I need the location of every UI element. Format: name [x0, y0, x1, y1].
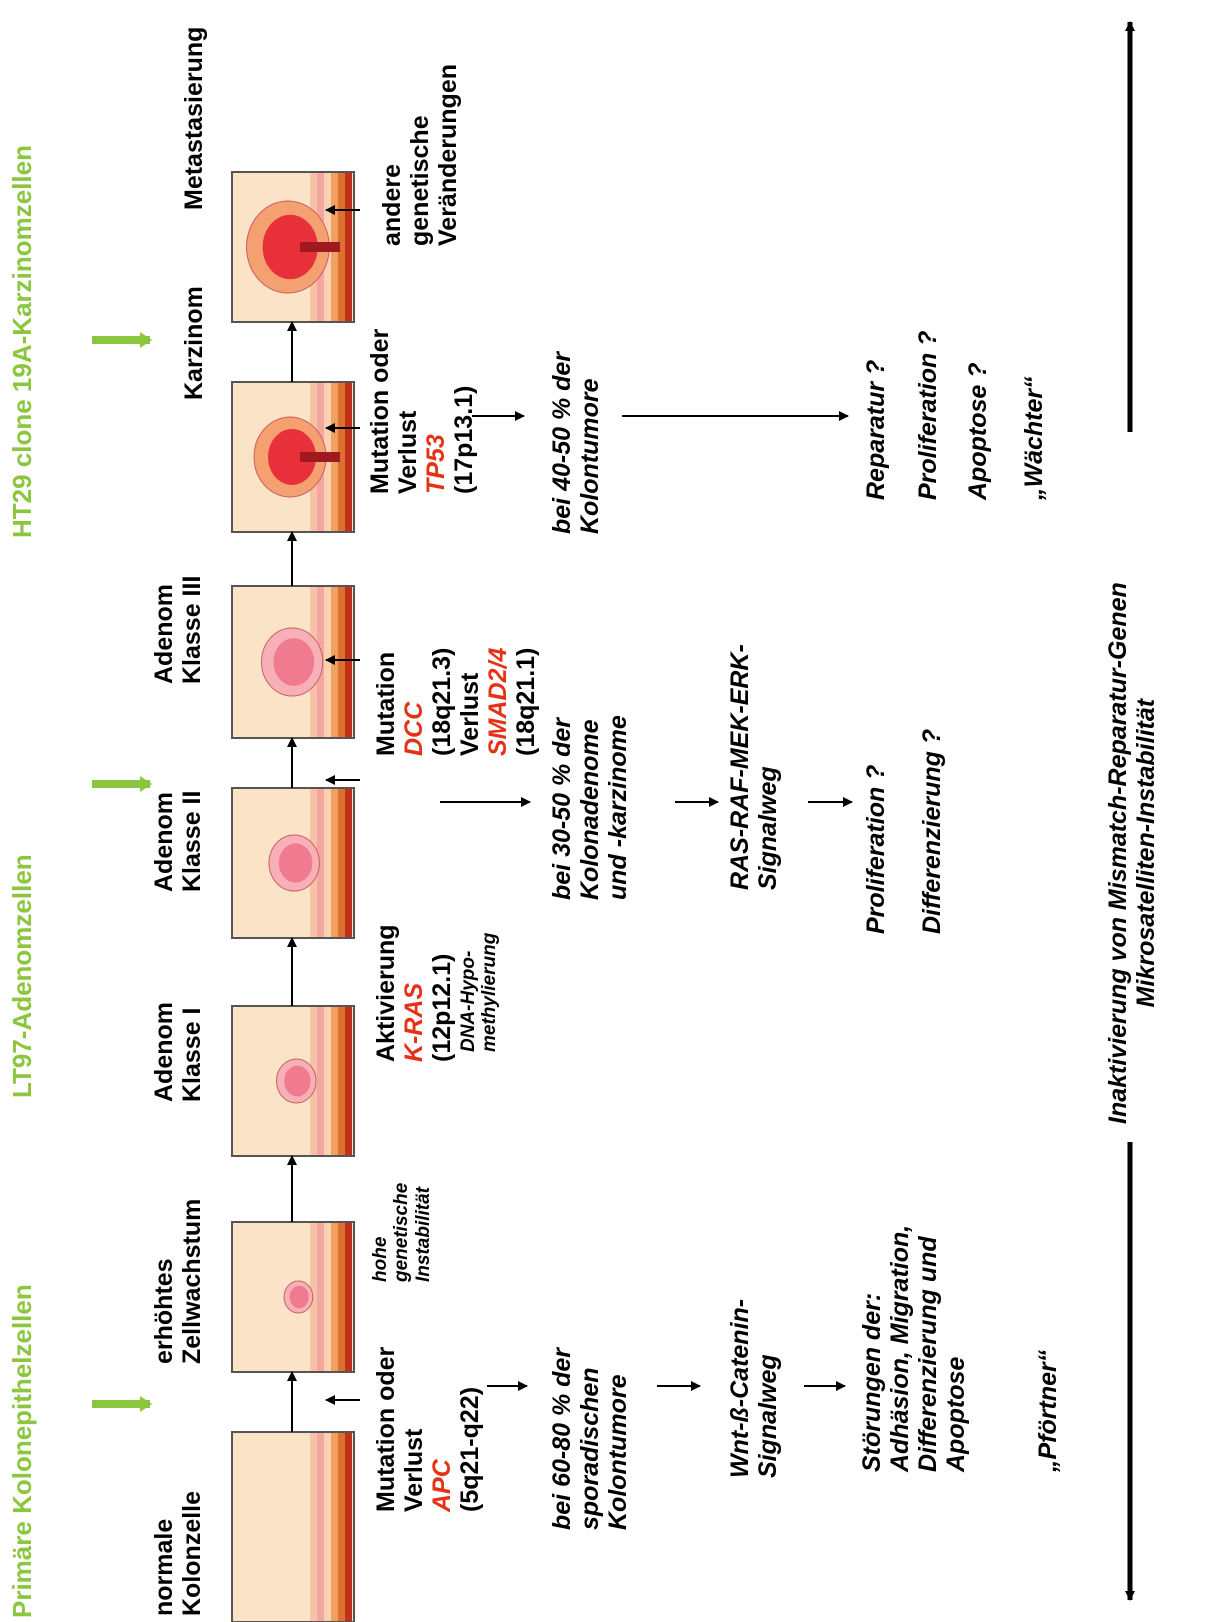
effect-tp53-apoptosis: Apoptose ?: [964, 363, 992, 501]
panel-normal: [232, 1432, 354, 1622]
dna-hypomethylation-note: DNA-Hypo-methylierung: [458, 933, 501, 1052]
gene-apc-name: APC: [428, 1347, 456, 1512]
panel-growth: [232, 1222, 354, 1372]
cell-line-ht29: HT29 clone 19A-Karzinomzellen: [8, 145, 37, 538]
panel-metastasis: [232, 172, 354, 322]
stage-label-metastasis: Metastasierung: [180, 27, 208, 210]
effect-kras-differentiation: Differenzierung ?: [918, 729, 946, 934]
gene-apc: Mutation oder Verlust APC (5q21-q22): [372, 1347, 484, 1512]
pathway-wnt: Wnt-ß-Catenin-Signalweg: [726, 1299, 782, 1478]
effect-tp53-repair: Reparatur ?: [862, 360, 890, 500]
effects-apc: Störungen der:Adhäsion, Migration,Differ…: [858, 1225, 970, 1472]
effect-kras-proliferation: Proliferation ?: [862, 765, 890, 934]
panel-adenoma-1: [232, 1006, 354, 1156]
panel-adenoma-3: [232, 586, 354, 738]
role-guardian: „Wächter“: [1020, 376, 1048, 500]
role-gatekeeper: „Pförtner“: [1034, 1350, 1062, 1472]
gene-tp53: Mutation oder Verlust TP53 (17p13.1): [366, 329, 478, 494]
panel-adenoma-2: [232, 788, 354, 938]
gene-kras-name: K-RAS: [400, 924, 428, 1062]
gene-dcc-name: DCC: [400, 648, 428, 756]
pathway-ras: RAS-RAF-MEK-ERK-Signalweg: [726, 644, 782, 890]
cell-line-primary: Primäre Kolonepithelzellen: [8, 1284, 37, 1618]
stage-label-carcinoma: Karzinom: [180, 286, 208, 400]
effect-tp53-proliferation: Proliferation ?: [914, 331, 942, 500]
flow-arrows: [440, 416, 852, 1386]
panel-carcinoma: [232, 382, 354, 532]
bottom-mismatch-note: Inaktivierung von Mismatch-Reparatur-Gen…: [1104, 582, 1160, 1124]
cell-line-lt97: LT97-Adenomzellen: [8, 854, 37, 1098]
gene-kras: Aktivierung K-RAS (12p12.1): [372, 924, 456, 1062]
gene-smad: Verlust SMAD2/4 (18q21.1): [456, 648, 540, 756]
gene-dcc: Mutation DCC (18q21.3): [372, 648, 456, 756]
gene-smad-name: SMAD2/4: [484, 648, 512, 756]
gene-tp53-name: TP53: [422, 329, 450, 494]
